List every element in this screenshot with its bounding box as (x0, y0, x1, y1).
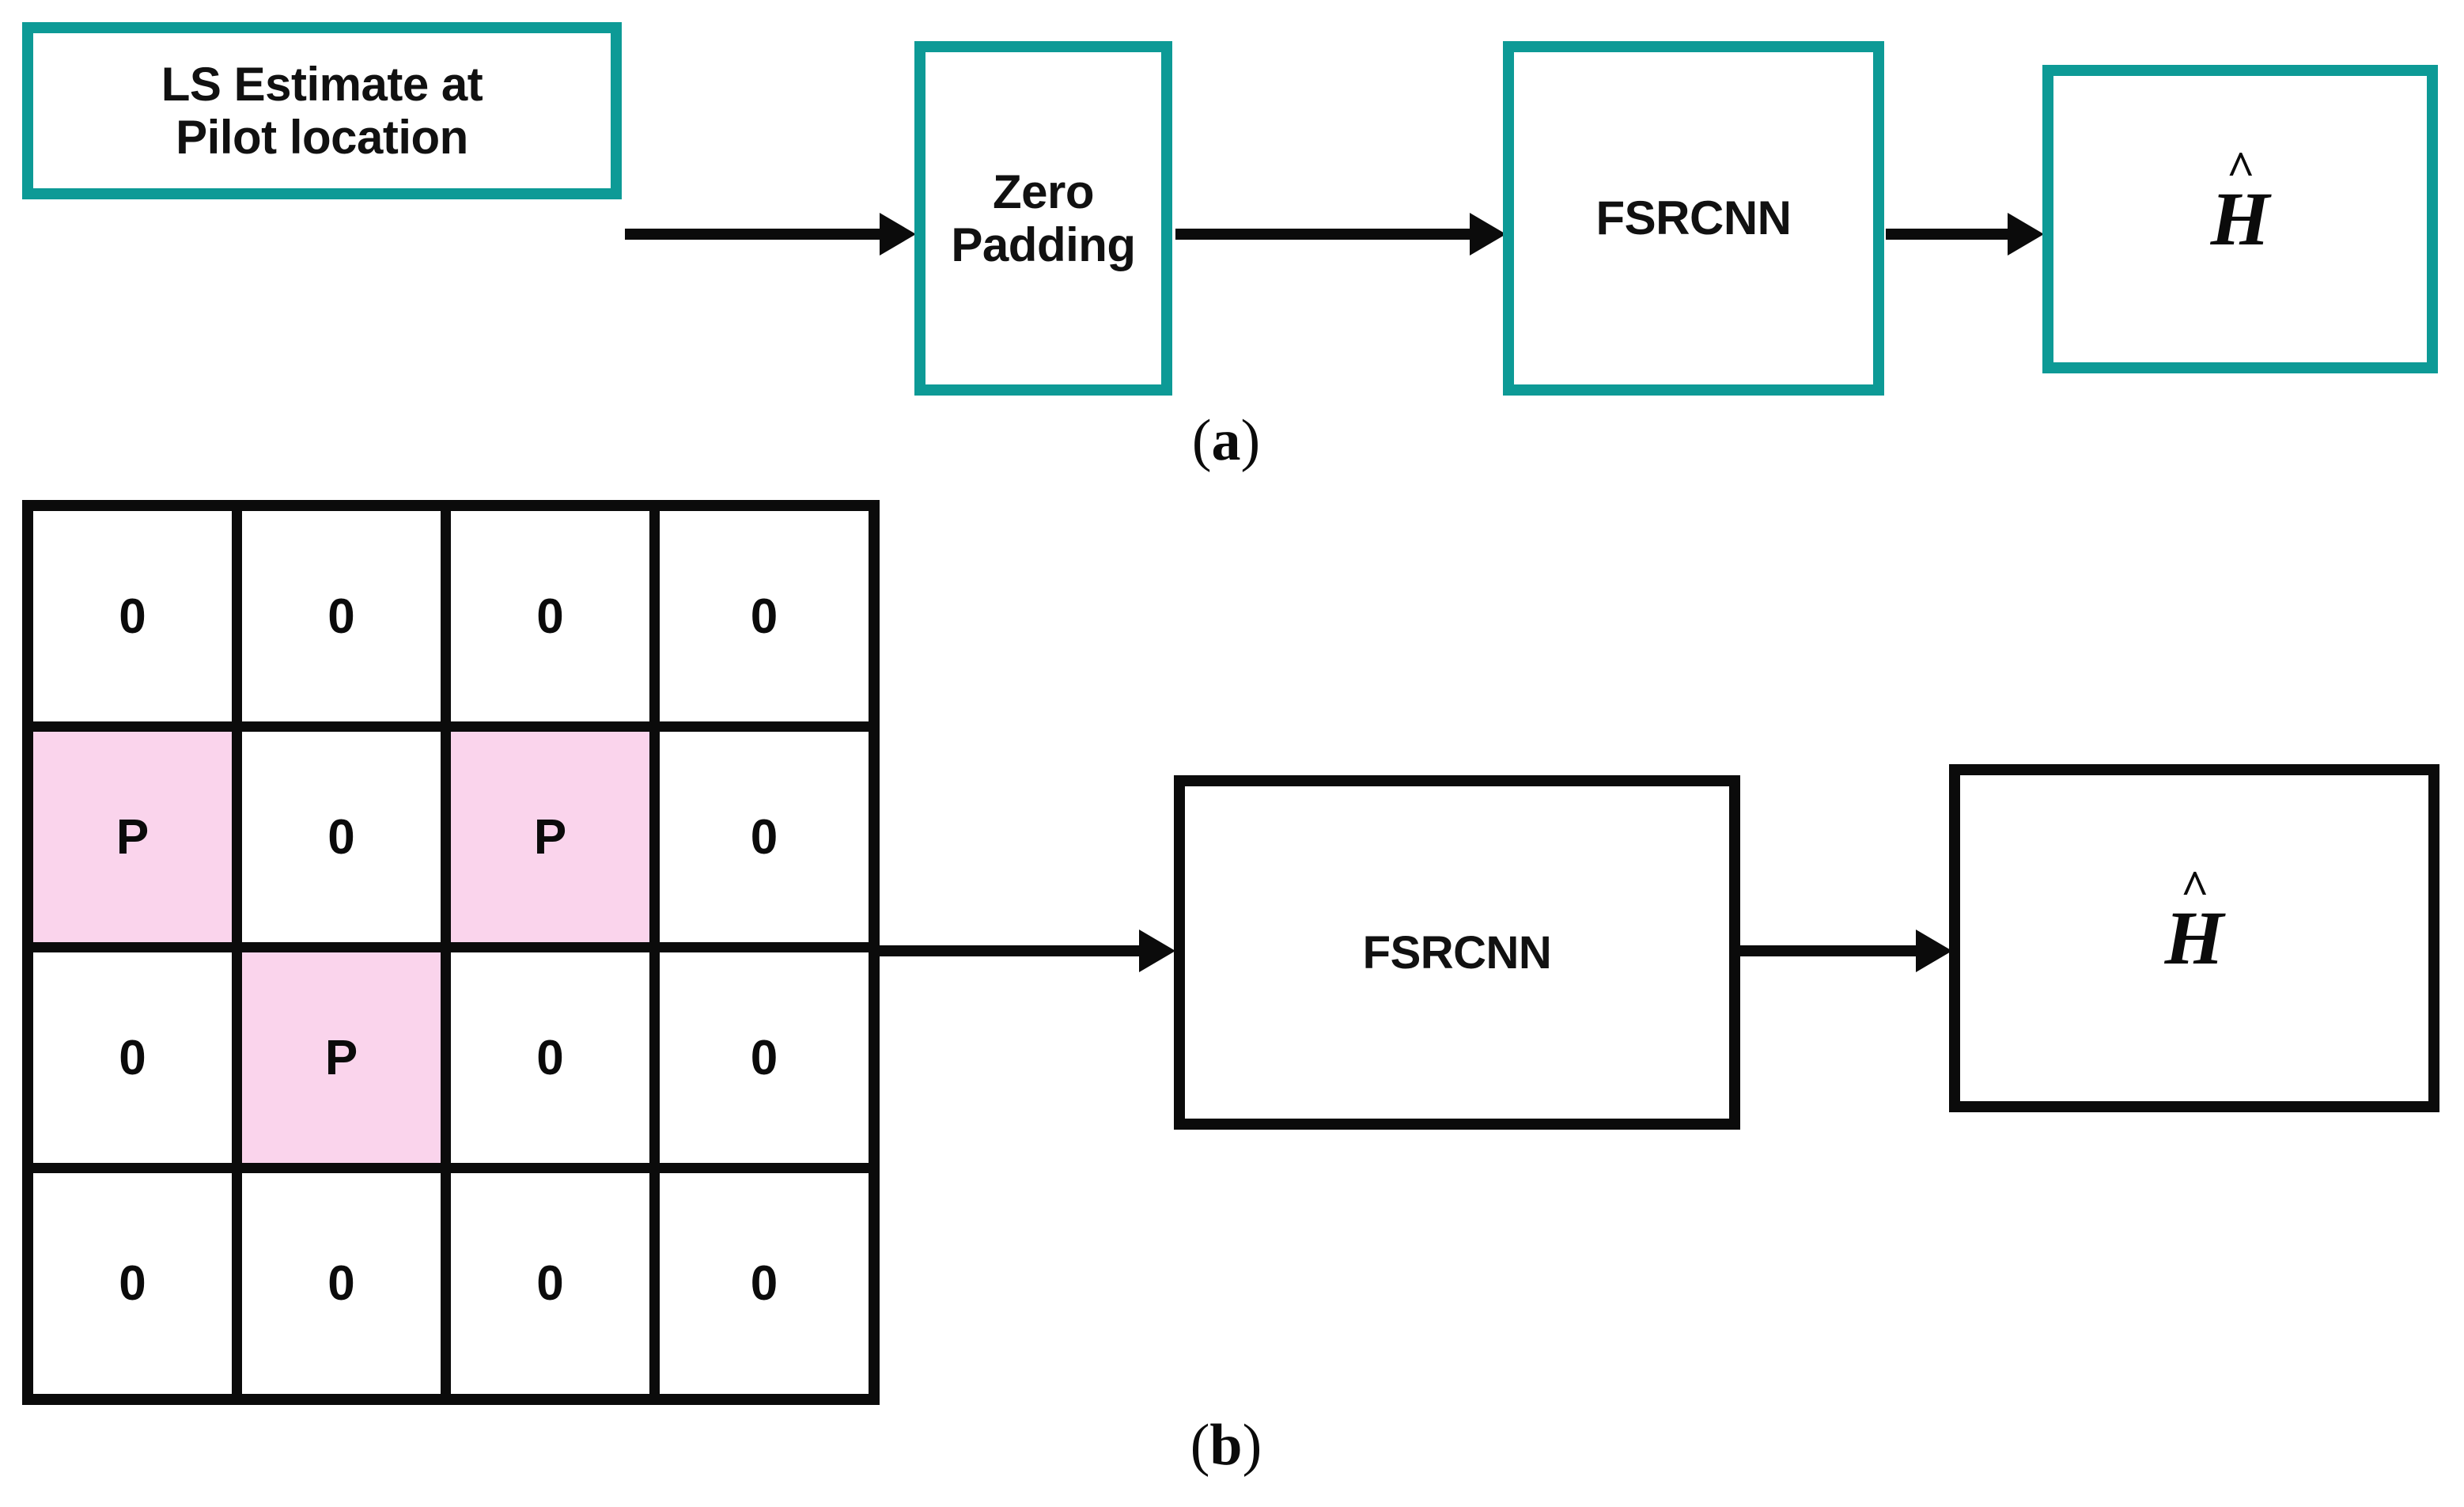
panel-b-block-fsrcnn: FSRCNN (1174, 775, 1740, 1130)
panel-a-block-ls-estimate-label: LS Estimate at Pilot location (161, 57, 483, 164)
caption-letter: b (1209, 1413, 1243, 1478)
caption-paren-close: ) (1240, 408, 1261, 473)
arrow-head (1139, 930, 1175, 972)
grid-cell: 0 (33, 952, 242, 1173)
h-hat-symbol: ^ H (2165, 864, 2224, 976)
grid-cell: 0 (451, 952, 660, 1173)
panel-b-caption: (b) (1107, 1416, 1345, 1475)
panel-a-block-zero-padding-label: Zero Padding (951, 165, 1136, 271)
panel-a-block-h-hat: ^ H (2042, 65, 2438, 373)
panel-a-block-fsrcnn-label: FSRCNN (1595, 191, 1792, 245)
caption-paren-close: ) (1242, 1413, 1262, 1478)
panel-a-block-zero-padding: Zero Padding (914, 41, 1172, 396)
grid-cell: 0 (242, 511, 451, 732)
arrow-head (1916, 930, 1952, 972)
panel-b-block-h-hat-label: H (2164, 895, 2224, 980)
panel-b-block-fsrcnn-label: FSRCNN (1362, 926, 1552, 979)
circumflex-accent-icon: ^ (2226, 142, 2255, 196)
grid-cell: 0 (242, 732, 451, 952)
arrow-shaft (625, 229, 886, 240)
panel-a-arrow-fsrcnn-to-hhat (1886, 212, 2044, 256)
grid-cell: 0 (660, 952, 869, 1173)
panel-a-caption: (a) (1107, 411, 1345, 470)
arrow-head (1470, 213, 1506, 256)
arrow-shaft (1175, 229, 1476, 240)
panel-a-block-fsrcnn: FSRCNN (1503, 41, 1884, 396)
arrow-shaft (878, 945, 1145, 956)
panel-b-block-h-hat: ^ H (1949, 764, 2439, 1112)
panel-a-arrow-zeropad-to-fsrcnn (1175, 212, 1506, 256)
grid-cell: 0 (660, 732, 869, 952)
grid-cell-pilot: P (33, 732, 242, 952)
grid-cell: 0 (451, 511, 660, 732)
caption-paren-open: ( (1191, 408, 1212, 473)
grid-cell: 0 (33, 511, 242, 732)
grid-cell-pilot: P (451, 732, 660, 952)
caption-paren-open: ( (1190, 1413, 1210, 1478)
arrow-shaft (1886, 229, 2014, 240)
h-hat-symbol: ^ H (2211, 145, 2270, 257)
arrow-head (2008, 213, 2044, 256)
grid-cell: 0 (660, 511, 869, 732)
circumflex-accent-icon: ^ (2180, 861, 2209, 915)
grid-cell: 0 (660, 1173, 869, 1394)
panel-b-arrow-fsrcnn-to-hhat (1740, 929, 1952, 973)
panel-a-block-h-hat-label: H (2210, 176, 2270, 261)
arrow-shaft (1740, 945, 1922, 956)
grid-cell: 0 (242, 1173, 451, 1394)
caption-letter: a (1211, 408, 1241, 473)
panel-b-arrow-grid-to-fsrcnn (878, 929, 1175, 973)
panel-b-pilot-zero-grid: 0 0 0 0 P 0 P 0 0 P 0 0 0 0 0 0 (22, 500, 880, 1405)
panel-a-block-ls-estimate: LS Estimate at Pilot location (22, 22, 622, 199)
grid-cell-pilot: P (242, 952, 451, 1173)
grid-cell: 0 (33, 1173, 242, 1394)
arrow-head (880, 213, 916, 256)
grid-cell: 0 (451, 1173, 660, 1394)
panel-a-arrow-ls-to-zeropad (625, 212, 916, 256)
